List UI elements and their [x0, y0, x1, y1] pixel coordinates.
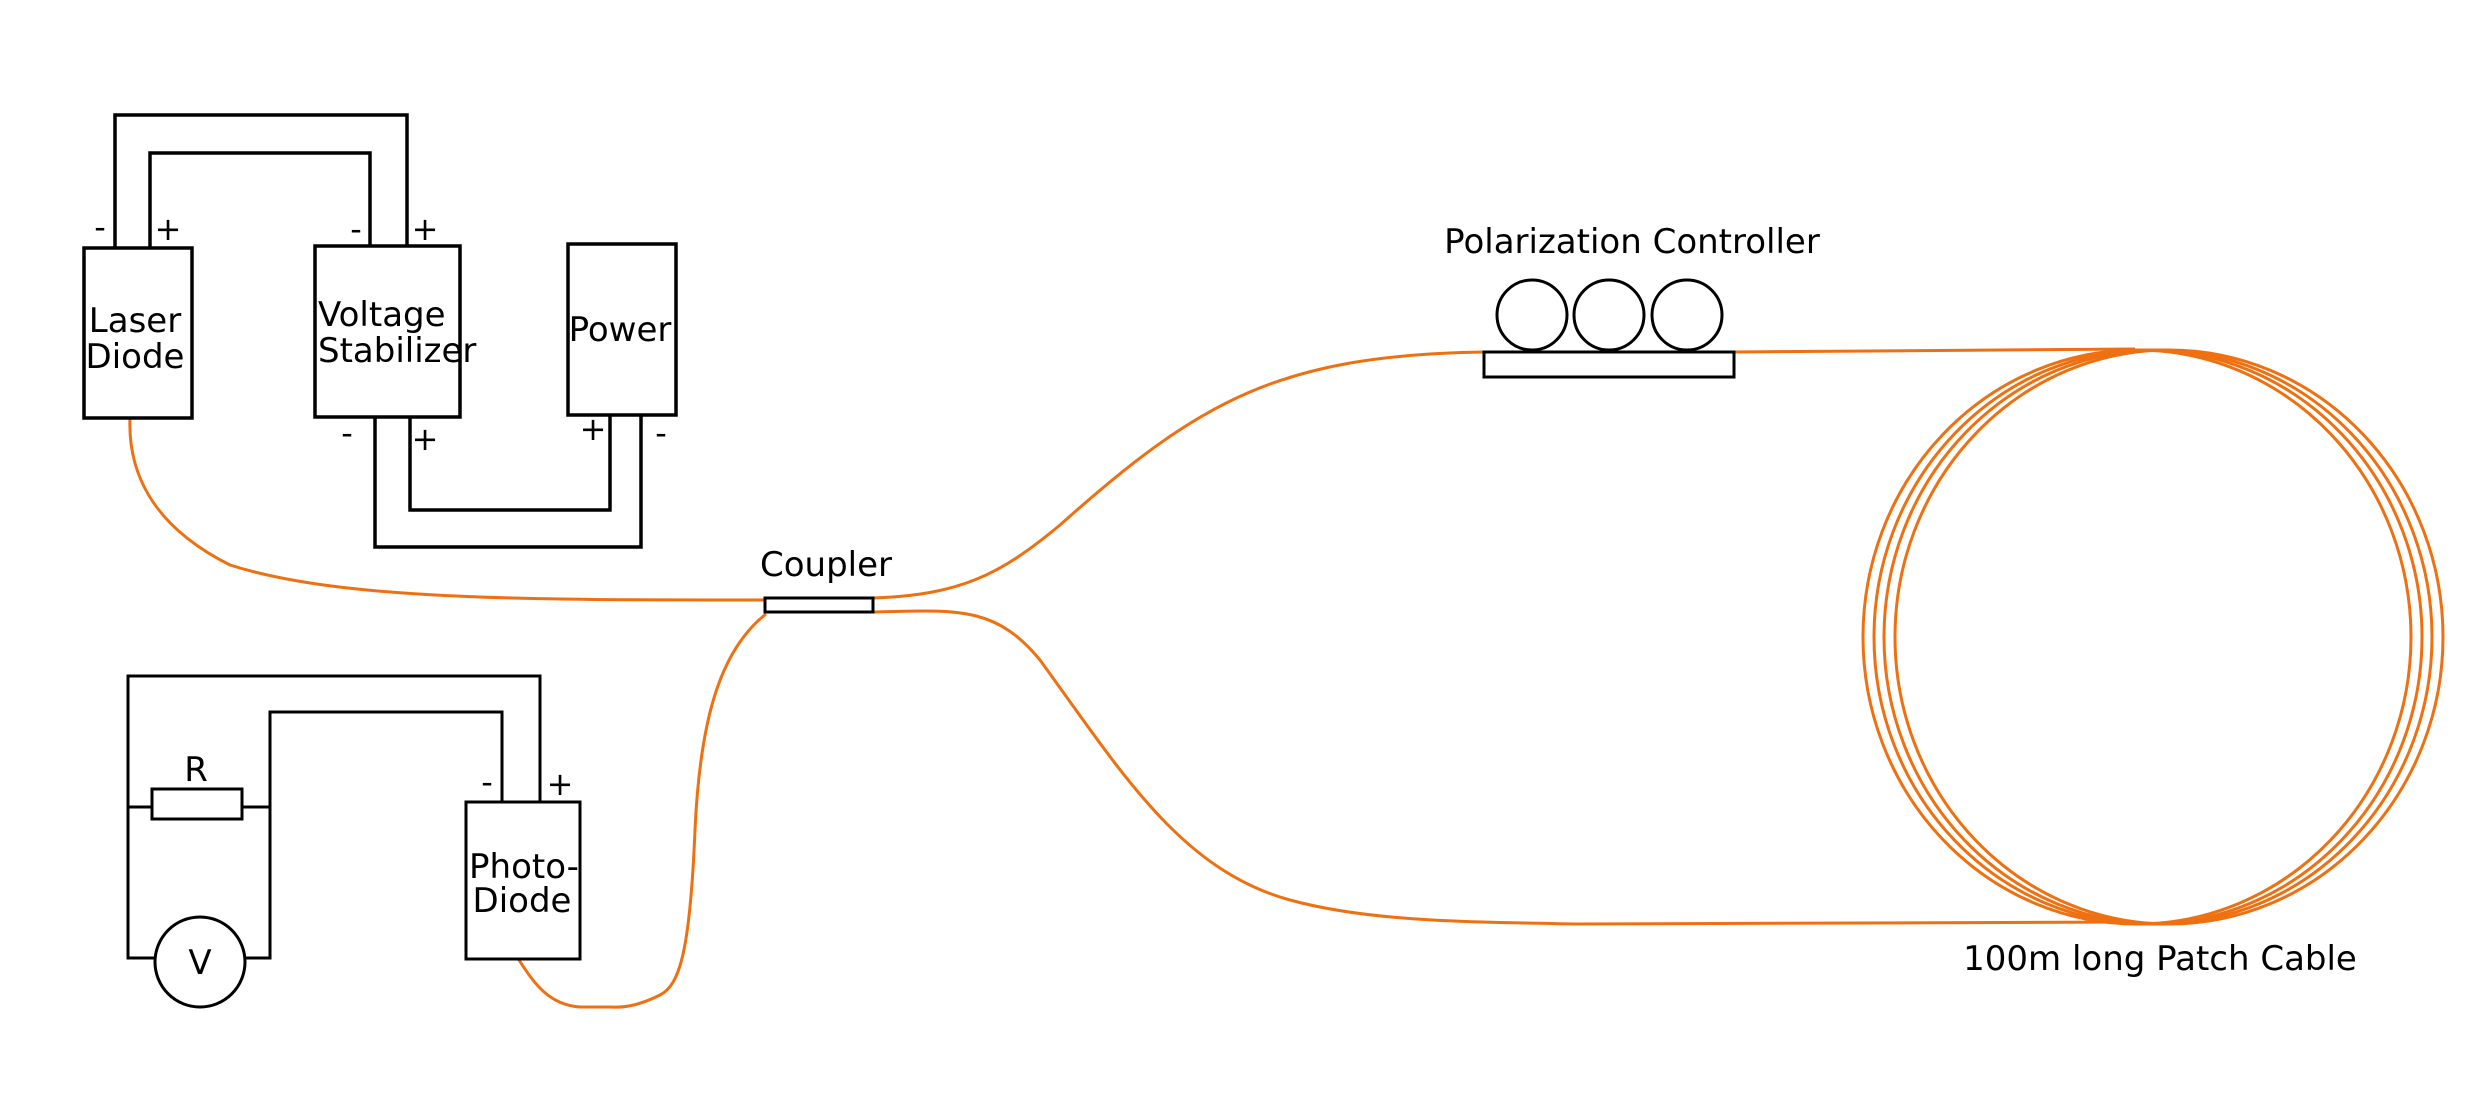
patch-cable-label: 100m long Patch Cable [1963, 939, 2357, 979]
wire-stabilizer-plus-to-power-plus [408, 415, 612, 512]
photodiode-label-line1: Photo- [469, 847, 579, 887]
patch-cable-loop-3 [1882, 348, 2434, 926]
laser-diode-plus-terminal: + [155, 210, 182, 248]
photodiode-minus-terminal: - [481, 763, 493, 801]
voltmeter-label: V [188, 943, 211, 983]
laser-diode-label-line1: Laser [89, 301, 181, 341]
resistor-label: R [184, 750, 208, 790]
fiber-laser-to-coupler [128, 417, 766, 602]
voltmeter-symbol [153, 915, 247, 1009]
photodiode-box [464, 800, 582, 961]
voltage-stabilizer-box [313, 244, 462, 419]
wire-laser-plus-to-stabilizer-minus [148, 151, 372, 248]
voltage-stabilizer-label-line2: Stabilizer [318, 331, 476, 371]
coupler-box [763, 596, 875, 614]
fiber-coupler-to-coil-return [872, 609, 2136, 926]
resistor-symbol [150, 787, 244, 821]
photodiode-plus-terminal: + [547, 765, 574, 803]
laser-diode-box [82, 246, 194, 420]
stabilizer-bottom-plus-terminal: + [412, 420, 439, 458]
fiber-coupler-to-polarization-controller [872, 350, 1486, 600]
wire-laser-minus-to-stabilizer-plus [113, 113, 409, 248]
polarization-controller-base [1482, 350, 1736, 379]
polarization-paddle-1 [1495, 278, 1569, 352]
patch-cable-loop-4 [1893, 348, 2445, 926]
fiber-polarization-controller-to-coil [1733, 347, 2136, 354]
photodiode-label-line2: Diode [473, 881, 572, 921]
power-label: Power [569, 310, 672, 350]
fiber-coupler-to-photodiode [517, 612, 767, 1009]
coupler-label: Coupler [760, 545, 892, 585]
polarization-paddle-2 [1572, 278, 1646, 352]
power-plus-terminal: + [580, 410, 607, 448]
polarization-controller-label: Polarization Controller [1444, 222, 1820, 262]
stabilizer-top-minus-terminal: - [350, 210, 362, 248]
wire-stabilizer-minus-to-power-minus [373, 415, 643, 549]
wire-photodiode-minus-loop [245, 710, 504, 960]
patch-cable-loop-2 [1872, 348, 2424, 926]
laser-diode-minus-terminal: - [94, 208, 106, 246]
wire-photodiode-plus-loop [126, 674, 542, 960]
stabilizer-top-plus-terminal: + [412, 210, 439, 248]
stabilizer-bottom-minus-terminal: - [341, 414, 353, 452]
power-supply-box [566, 242, 678, 417]
power-minus-terminal: - [655, 414, 667, 452]
patch-cable-loop-1 [1861, 348, 2413, 926]
laser-diode-label-line2: Diode [86, 337, 185, 377]
polarization-paddle-3 [1650, 278, 1724, 352]
voltage-stabilizer-label-line1: Voltage [318, 295, 446, 335]
